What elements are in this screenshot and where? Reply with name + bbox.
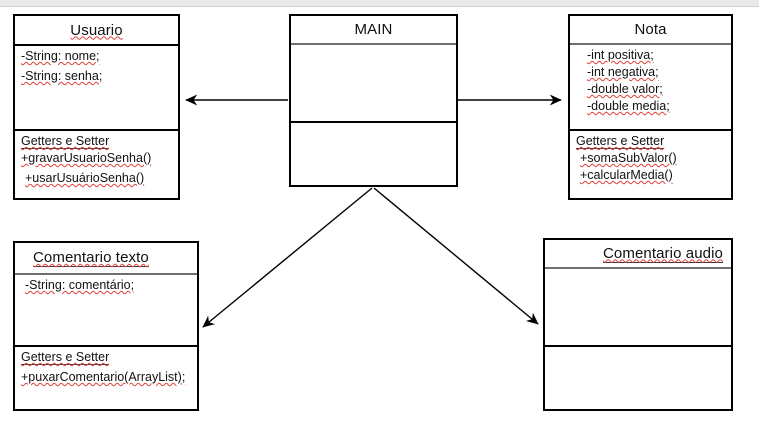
class-methods-compartment-usuario: Getters e Setter +gravarUsuarioSenha() +…	[15, 131, 178, 198]
connection-main-to-comentario-audio	[373, 187, 539, 325]
class-box-main[interactable]: MAIN	[289, 14, 458, 187]
class-title-compartment-main: MAIN	[291, 16, 456, 45]
attribute-row: -String: nome;	[21, 49, 100, 63]
class-methods-compartment-nota: Getters e Setter +somaSubValor() +calcul…	[570, 131, 731, 198]
class-name-comentario-texto: Comentario texto	[33, 249, 149, 267]
class-attributes-compartment-nota: -int positiva; -int negativa; -double va…	[570, 45, 731, 131]
method-row: +usarUsuárioSenha()	[25, 171, 145, 185]
methods-header: Getters e Setter	[21, 350, 110, 365]
attribute-row: -int negativa;	[587, 65, 659, 79]
class-methods-compartment-comentario-texto: Getters e Setter +puxarComentario(ArrayL…	[15, 347, 197, 409]
class-title-compartment-nota: Nota	[570, 16, 731, 45]
class-box-comentario-texto[interactable]: Comentario texto -String: comentário; Ge…	[13, 241, 199, 411]
connection-main-to-comentario-texto	[202, 187, 373, 328]
class-methods-compartment-main	[291, 123, 456, 185]
class-name-comentario-audio: Comentario audio	[602, 244, 723, 263]
attribute-row: -int positiva;	[587, 48, 654, 62]
methods-header: Getters e Setter	[21, 134, 110, 149]
top-gray-band	[0, 0, 759, 6]
class-name-usuario: Usuario	[70, 21, 123, 39]
attribute-row: -String: senha;	[21, 69, 103, 83]
class-title-compartment-usuario: Usuario	[15, 16, 178, 46]
attribute-row: -double media;	[587, 99, 670, 113]
attribute-row: -double valor;	[587, 82, 663, 96]
class-name-main: MAIN	[354, 21, 393, 38]
class-box-nota[interactable]: Nota -int positiva; -int negativa; -doub…	[568, 14, 733, 200]
method-row: +somaSubValor()	[580, 151, 677, 165]
class-methods-compartment-comentario-audio	[545, 347, 731, 409]
method-row: +puxarComentario(ArrayList);	[21, 370, 186, 384]
class-attributes-compartment-usuario: -String: nome; -String: senha;	[15, 46, 178, 131]
method-row: +gravarUsuarioSenha()	[21, 151, 152, 165]
class-title-compartment-comentario-texto: Comentario texto	[15, 243, 197, 275]
method-row: +calcularMedia()	[580, 168, 673, 182]
class-title-compartment-comentario-audio: Comentario audio	[545, 240, 731, 269]
class-attributes-compartment-main	[291, 45, 456, 123]
class-name-nota: Nota	[634, 21, 667, 38]
class-box-usuario[interactable]: Usuario -String: nome; -String: senha; G…	[13, 14, 180, 200]
class-box-comentario-audio[interactable]: Comentario audio	[543, 238, 733, 411]
top-band-divider	[0, 6, 759, 7]
methods-header: Getters e Setter	[576, 134, 665, 149]
class-attributes-compartment-comentario-audio	[545, 269, 731, 347]
attribute-row: -String: comentário;	[25, 278, 135, 292]
class-attributes-compartment-comentario-texto: -String: comentário;	[15, 275, 197, 347]
